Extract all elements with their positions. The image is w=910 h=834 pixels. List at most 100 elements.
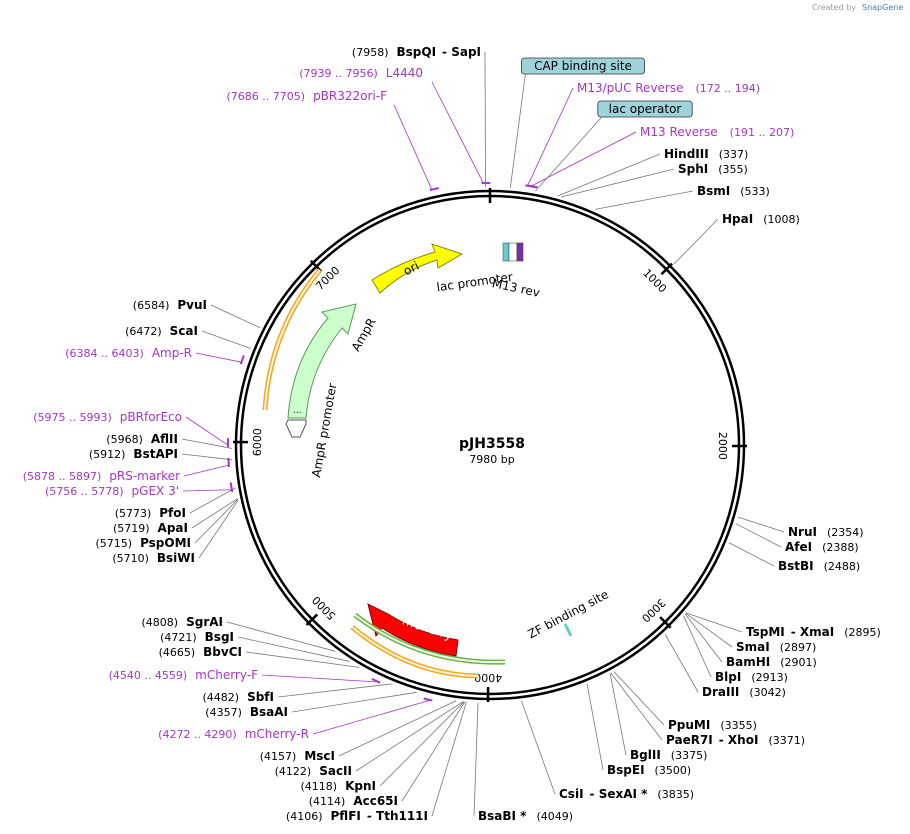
primer-m13puc[interactable]: M13/pUC Reverse(172 .. 194) xyxy=(577,81,760,95)
enzyme-site-apai[interactable]: ApaI(5719) xyxy=(113,521,188,535)
primer-range: (5756 .. 5778) xyxy=(45,485,124,498)
m13-rev-mark[interactable] xyxy=(516,242,524,262)
enzyme-site-sphi[interactable]: SphI(355) xyxy=(678,162,748,176)
enzyme-position: (2895) xyxy=(844,626,881,639)
leader-line xyxy=(685,612,733,648)
enzyme-site-bsgi[interactable]: BsgI(4721) xyxy=(160,630,234,644)
enzyme-site-nrui[interactable]: NruI(2354) xyxy=(788,525,864,539)
enzyme-position: (4118) xyxy=(301,780,338,793)
enzyme-name: BlpI xyxy=(715,670,741,684)
enzyme-site-draiii[interactable]: DraIII(3042) xyxy=(702,685,786,699)
enzyme-site-bamhi[interactable]: BamHI(2901) xyxy=(726,655,817,669)
primer-pbrforeco[interactable]: pBRforEco(5975 .. 5993) xyxy=(33,410,182,424)
primer-name: L4440 xyxy=(386,66,423,80)
enzyme-name: BstBI xyxy=(778,559,814,573)
enzyme-site-bsabi[interactable]: BsaBI *(4049) xyxy=(478,809,573,823)
enzyme-name: SbfI xyxy=(247,690,274,704)
enzyme-site-acc65i[interactable]: Acc65I(4114) xyxy=(309,794,398,808)
enzyme-site-bstapi[interactable]: BstAPI(5912) xyxy=(89,447,178,461)
ampr-label: AmpR xyxy=(349,316,379,354)
enzyme-site-bsaai[interactable]: BsaAI(4357) xyxy=(205,705,288,719)
ampr-arrow[interactable] xyxy=(287,303,357,419)
primer-pbr322ori[interactable]: pBR322ori-F(7686 .. 7705) xyxy=(227,89,388,103)
ori-arrow[interactable] xyxy=(371,243,464,294)
enzyme-site-blpi[interactable]: BlpI (2913) xyxy=(715,670,788,684)
enzyme-site-csii[interactable]: CsiI- SexAI *(3835) xyxy=(559,787,694,801)
enzyme-position: (5773) xyxy=(115,507,152,520)
enzyme-site-pvui[interactable]: PvuI(6584) xyxy=(133,298,207,312)
leader-line xyxy=(664,634,699,693)
enzyme-position: (7958) xyxy=(352,46,389,59)
enzyme-site-hindiii[interactable]: HindIII(337) xyxy=(664,147,748,161)
enzyme-site-kpni[interactable]: KpnI(4118) xyxy=(301,779,376,793)
enzyme-site-bglii[interactable]: BglII(3375) xyxy=(630,748,707,762)
primer-m13rev[interactable]: M13 Reverse(191 .. 207) xyxy=(640,125,794,139)
enzyme-site-bsiwi[interactable]: BsiWI(5710) xyxy=(112,551,195,565)
primer-mcherryr[interactable]: mCherry-R(4272 .. 4290) xyxy=(158,727,309,741)
leader-line xyxy=(595,190,694,210)
enzyme-position: (533) xyxy=(740,185,770,198)
enzyme-site-ppumi[interactable]: PpuMI(3355) xyxy=(668,718,757,732)
enzyme-site-pfoi[interactable]: PfoI(5773) xyxy=(115,506,186,520)
enzyme-site-msci[interactable]: MscI(4157) xyxy=(260,749,335,763)
tick-label-6000: 6000 xyxy=(251,428,264,456)
enzyme-site-bbvci[interactable]: BbvCI(4665) xyxy=(159,645,242,659)
primer-pgex3[interactable]: pGEX 3'(5756 .. 5778) xyxy=(45,484,179,498)
enzyme-position: (2354) xyxy=(827,526,864,539)
primer-name: mCherry-F xyxy=(195,668,258,682)
enzyme-site-smai[interactable]: SmaI(2897) xyxy=(736,640,816,654)
primer-prsmarker[interactable]: pRS-marker(5878 .. 5897) xyxy=(23,469,180,483)
cap-site-mark[interactable] xyxy=(502,242,510,262)
tick-3000 xyxy=(659,616,672,629)
enzyme-position: (355) xyxy=(718,163,748,176)
primer-mark-ampr xyxy=(239,355,245,365)
enzyme-name-2: - Tth111I xyxy=(367,809,428,823)
primer-mcherryf[interactable]: mCherry-F (4540 .. 4559) xyxy=(109,668,258,682)
primer-range: (4540 .. 4559) xyxy=(109,669,188,682)
enzyme-site-bstbi[interactable]: BstBI(2488) xyxy=(778,559,860,573)
leader-line xyxy=(181,438,233,449)
enzyme-name: Acc65I xyxy=(353,794,398,808)
feature-box-cap[interactable]: CAP binding site xyxy=(521,57,646,75)
enzyme-site-bspei[interactable]: BspEI(3500) xyxy=(607,763,691,777)
leader-line xyxy=(198,500,239,559)
zf-binding-mark[interactable] xyxy=(563,623,573,637)
leader-line xyxy=(685,612,743,633)
leader-line xyxy=(683,615,712,678)
enzyme-position: (2913) xyxy=(751,671,788,684)
enzyme-name: SgrAI xyxy=(186,615,223,629)
primer-range: (191 .. 207) xyxy=(730,126,795,139)
leader-line xyxy=(379,701,465,787)
lac-promoter-mark[interactable] xyxy=(508,242,518,262)
enzyme-name: AfeI xyxy=(785,540,812,554)
feature-box-label: CAP binding site xyxy=(534,59,632,73)
enzyme-site-afei[interactable]: AfeI(2388) xyxy=(785,540,859,554)
enzyme-name: BsiWI xyxy=(157,551,195,565)
enzyme-site-sgrai[interactable]: SgrAI(4808) xyxy=(142,615,223,629)
enzyme-site-pspomi[interactable]: PspOMI(5715) xyxy=(95,536,191,550)
enzyme-name: BamHI xyxy=(726,655,770,669)
ampr-promoter-arrow[interactable] xyxy=(285,419,307,438)
enzyme-site-aflii[interactable]: AflII(5968) xyxy=(106,432,178,446)
enzyme-site-sbfi[interactable]: SbfI(4482) xyxy=(203,690,275,704)
leader-line xyxy=(735,523,782,548)
feature-box-lacop[interactable]: lac operator xyxy=(597,100,693,118)
enzyme-site-hpai[interactable]: HpaI(1008) xyxy=(722,212,800,226)
primer-ampr[interactable]: Amp-R(6384 .. 6403) xyxy=(65,346,192,360)
enzyme-site-paer7i[interactable]: PaeR7I- XhoI(3371) xyxy=(666,733,805,747)
enzyme-site-scai[interactable]: ScaI(6472) xyxy=(125,324,198,338)
enzyme-site-bsmi[interactable]: BsmI(533) xyxy=(697,184,770,198)
primer-l4440[interactable]: L4440(7939 .. 7956) xyxy=(299,66,423,80)
enzyme-name: PflFI xyxy=(331,809,361,823)
enzyme-site-sacii[interactable]: SacII(4122) xyxy=(275,764,352,778)
leader-line xyxy=(191,498,238,529)
mcherry-arrow[interactable] xyxy=(367,603,459,657)
plasmid-size: 7980 bp xyxy=(469,453,514,466)
enzyme-site-tspmi[interactable]: TspMI- XmaI(2895) xyxy=(746,625,881,639)
enzyme-position: (4357) xyxy=(205,706,242,719)
primer-name: Amp-R xyxy=(152,346,192,360)
